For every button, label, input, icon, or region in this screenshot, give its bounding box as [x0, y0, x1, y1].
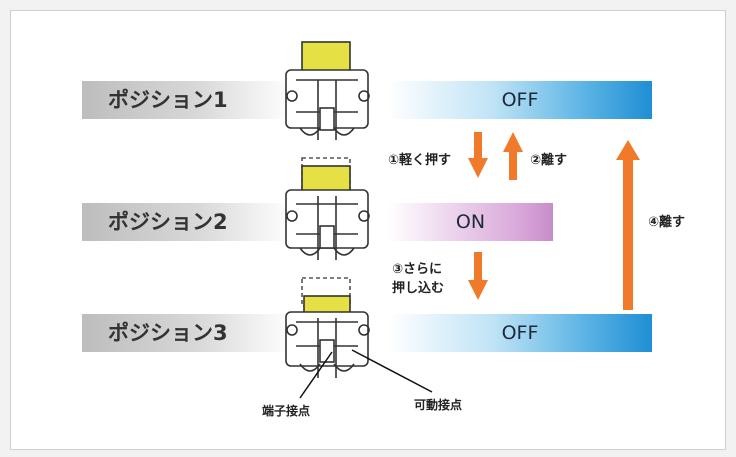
movable-contact-leader	[351, 349, 433, 393]
movable-contact-label: 可動接点	[414, 398, 463, 412]
position-3-state-text: OFF	[501, 322, 539, 344]
step3-label-line2: 押し込む	[392, 281, 445, 296]
step1-label: ①軽く押す	[388, 153, 452, 168]
position-1-state-bar: OFF	[388, 81, 652, 119]
switch-position-1	[285, 41, 370, 140]
step2-up-arrow	[503, 132, 523, 180]
step4-label: ④離す	[648, 215, 686, 230]
step4-up-arrow	[616, 140, 640, 310]
terminal-contact-label: 端子接点	[262, 404, 311, 418]
step3-label-line1: ③さらに	[392, 262, 443, 277]
position-2-state-text: ON	[455, 211, 486, 233]
step1-down-arrow	[468, 132, 488, 178]
position-3-label: ポジション3	[82, 314, 292, 352]
position-3-state-bar: OFF	[388, 314, 652, 352]
step2-label: ②離す	[530, 153, 568, 168]
switch-position-3	[285, 277, 370, 378]
position-1-state-text: OFF	[501, 89, 539, 111]
position-1-label: ポジション1	[82, 81, 292, 119]
switch-position-2	[285, 157, 370, 260]
terminal-contact-leader	[299, 351, 333, 399]
position-2-label: ポジション2	[82, 203, 292, 241]
step3-down-arrow	[468, 252, 488, 300]
position-2-state-bar: ON	[388, 203, 553, 241]
